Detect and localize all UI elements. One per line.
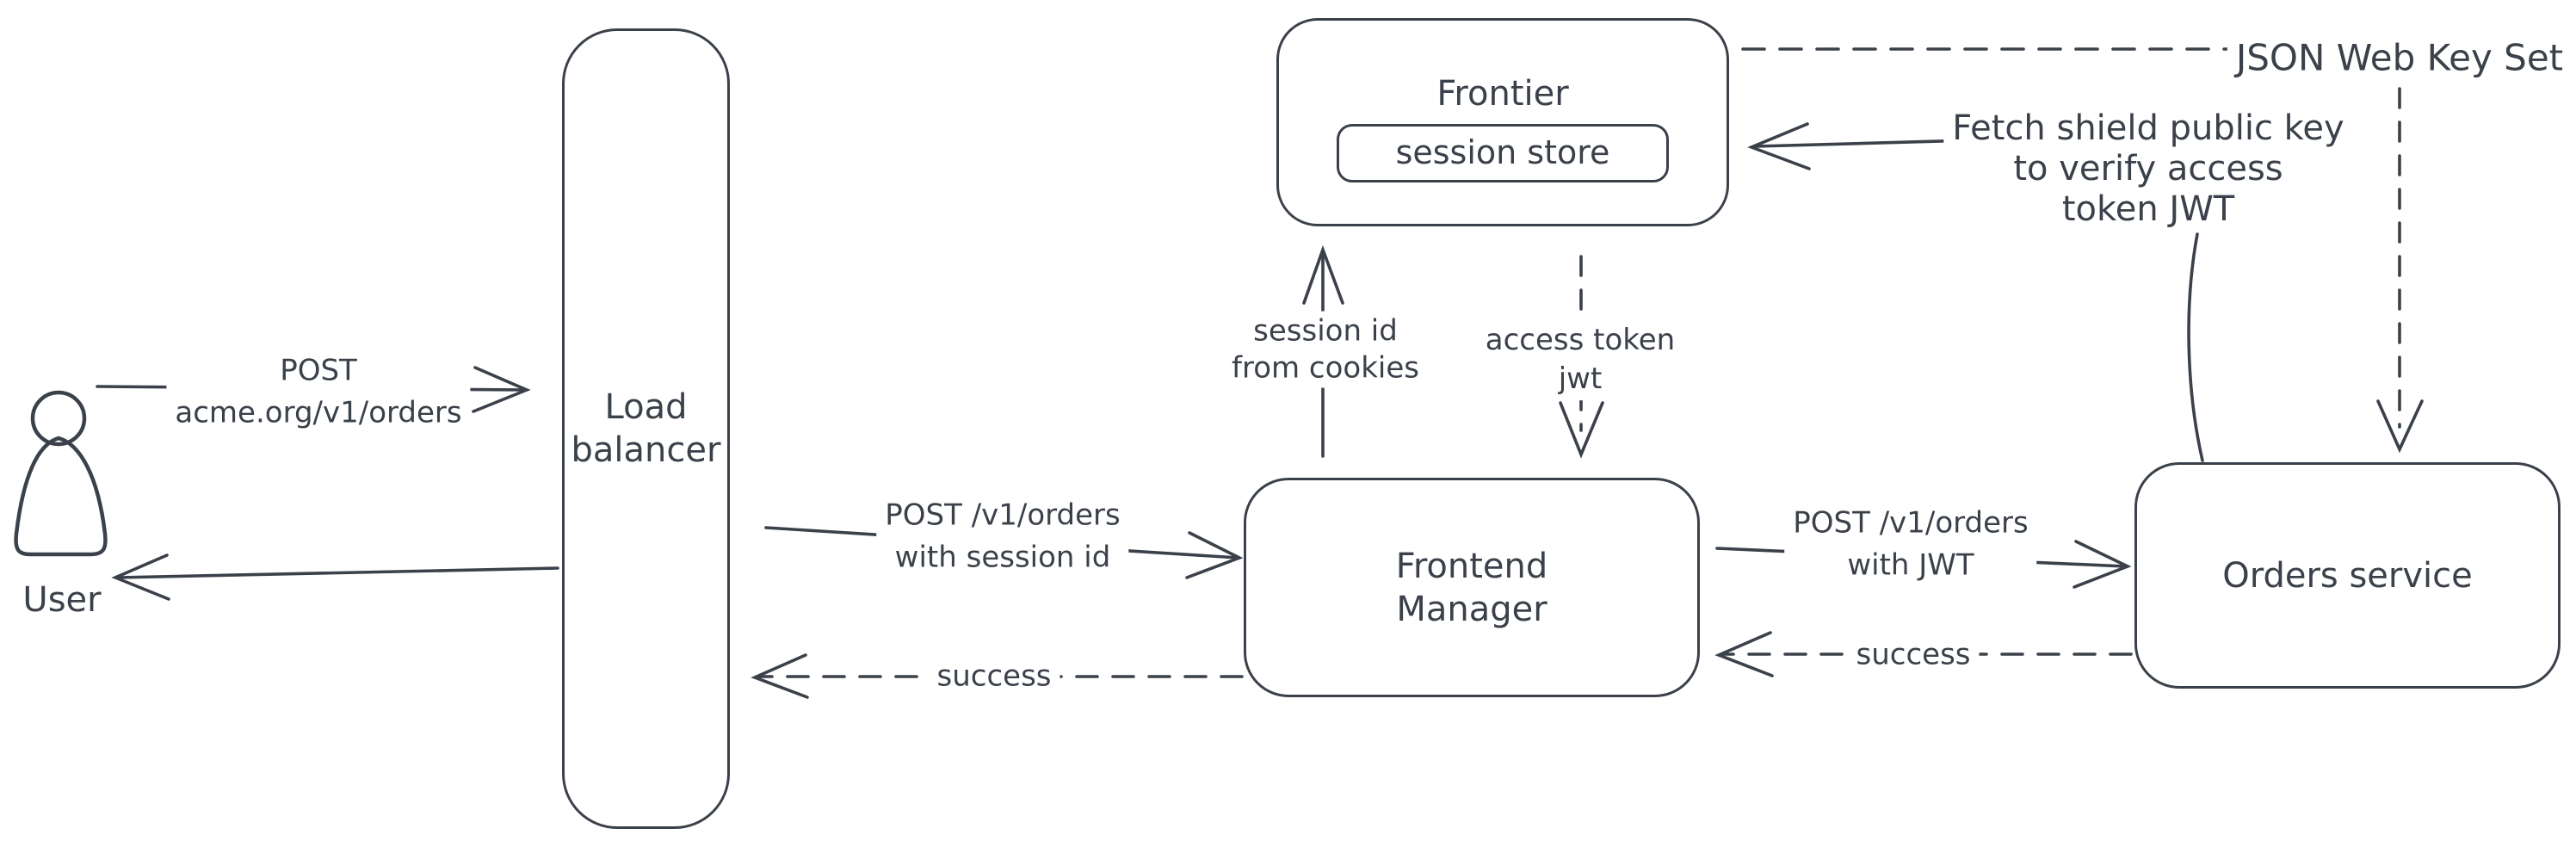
node-frontier: Frontier session store — [1276, 18, 1729, 226]
jwks-label: JSON Web Key Set — [2227, 30, 2573, 87]
arrow-orders-service-to-frontend-manager-success — [1714, 631, 2133, 677]
load-balancer-label: Load balancer — [571, 387, 721, 470]
edge-label-access-token-jwt: access token jwt — [1476, 319, 1684, 400]
orders-service-label: Orders service — [2222, 555, 2473, 596]
edge-label-post-orders-jwt: POST /v1/orders with JWT — [1784, 500, 2037, 590]
user-label: User — [22, 580, 102, 620]
node-frontend-manager: Frontend Manager — [1244, 478, 1700, 697]
user-icon — [14, 390, 108, 557]
frontend-manager-label: Frontend Manager — [1395, 546, 1548, 629]
arrow-load-balancer-to-user — [111, 553, 559, 601]
frontier-label: Frontier — [1436, 74, 1569, 114]
arrow-orders-service-to-frontier — [1747, 122, 2204, 462]
edge-label-session-id-cookies: session id from cookies — [1223, 311, 1428, 388]
jwks-dashed-link-orders-service — [2376, 87, 2424, 454]
edge-label-fetch-shield-public-key: Fetch shield public key to verify access… — [1943, 107, 2353, 232]
node-session-store: session store — [1337, 124, 1669, 182]
edge-label-success-lb: success — [928, 653, 1060, 700]
session-store-label: session store — [1395, 133, 1610, 172]
node-orders-service: Orders service — [2134, 462, 2561, 689]
arrow-frontend-manager-to-load-balancer-success — [751, 653, 1244, 699]
node-load-balancer: Load balancer — [562, 28, 730, 829]
edge-label-post-orders-session-id: POST /v1/orders with session id — [876, 492, 1129, 582]
edge-label-success-orders: success — [1847, 632, 1980, 678]
edge-label-post-acme-orders: POST acme.org/v1/orders — [166, 348, 471, 437]
